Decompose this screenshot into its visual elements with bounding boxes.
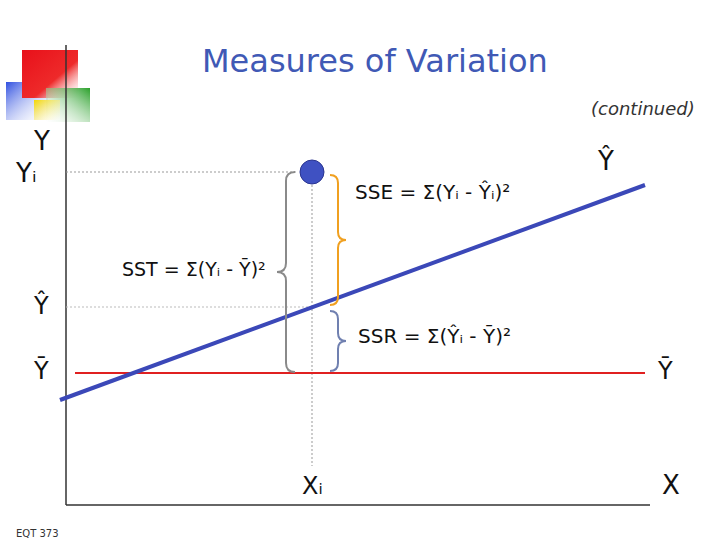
axis-value: Xᵢ — [302, 472, 323, 501]
axis-value: Ŷ — [34, 292, 49, 321]
data-point — [300, 160, 324, 184]
title-anchor: Measures of Variation — [202, 42, 548, 80]
label-anchor: SSE = Σ(Yᵢ - Ŷᵢ)² — [355, 180, 510, 204]
continued-note: (continued) — [591, 98, 695, 120]
axis-label: Y — [34, 126, 50, 157]
decor-square — [34, 100, 60, 120]
mean-line — [75, 372, 645, 374]
sst-brace — [277, 172, 295, 372]
guide-line — [312, 185, 313, 466]
line-label: Ȳ — [658, 357, 673, 386]
footer-note: EQT 373 — [16, 528, 59, 540]
formula-label: SSE = Σ(Yᵢ - Ŷᵢ)² — [355, 180, 510, 204]
label-anchor: SST = Σ(Yᵢ - Ȳ)² — [122, 258, 266, 281]
axis-label: X — [662, 470, 680, 501]
sse-brace — [330, 175, 346, 305]
x-axis — [66, 504, 650, 506]
label-anchor: Yᵢ — [16, 158, 37, 189]
decor-squares — [6, 50, 90, 122]
label-anchor: Xᵢ — [302, 472, 323, 501]
ssr-brace — [330, 311, 346, 371]
guide-line — [66, 307, 310, 308]
axis-value: Yᵢ — [16, 158, 37, 189]
label-anchor: Ŷ — [34, 292, 49, 321]
y-axis — [65, 45, 67, 505]
line-label: Ŷ — [598, 146, 614, 177]
label-anchor: Y — [34, 126, 50, 157]
label-anchor: SSR = Σ(Ŷᵢ - Ȳ)² — [358, 324, 511, 348]
label-anchor: (continued) — [591, 98, 695, 120]
label-anchor: X — [662, 470, 680, 501]
slide-title: Measures of Variation — [202, 42, 548, 80]
axis-value: Ȳ — [34, 357, 49, 386]
formula-label: SSR = Σ(Ŷᵢ - Ȳ)² — [358, 324, 511, 348]
label-anchor: EQT 373 — [16, 522, 59, 540]
label-anchor: Ŷ — [598, 146, 614, 177]
guide-line — [66, 172, 298, 173]
formula-label: SST = Σ(Yᵢ - Ȳ)² — [122, 258, 266, 281]
regression-line — [60, 185, 645, 400]
label-anchor: Ȳ — [658, 357, 673, 386]
label-anchor: Ȳ — [34, 357, 49, 386]
